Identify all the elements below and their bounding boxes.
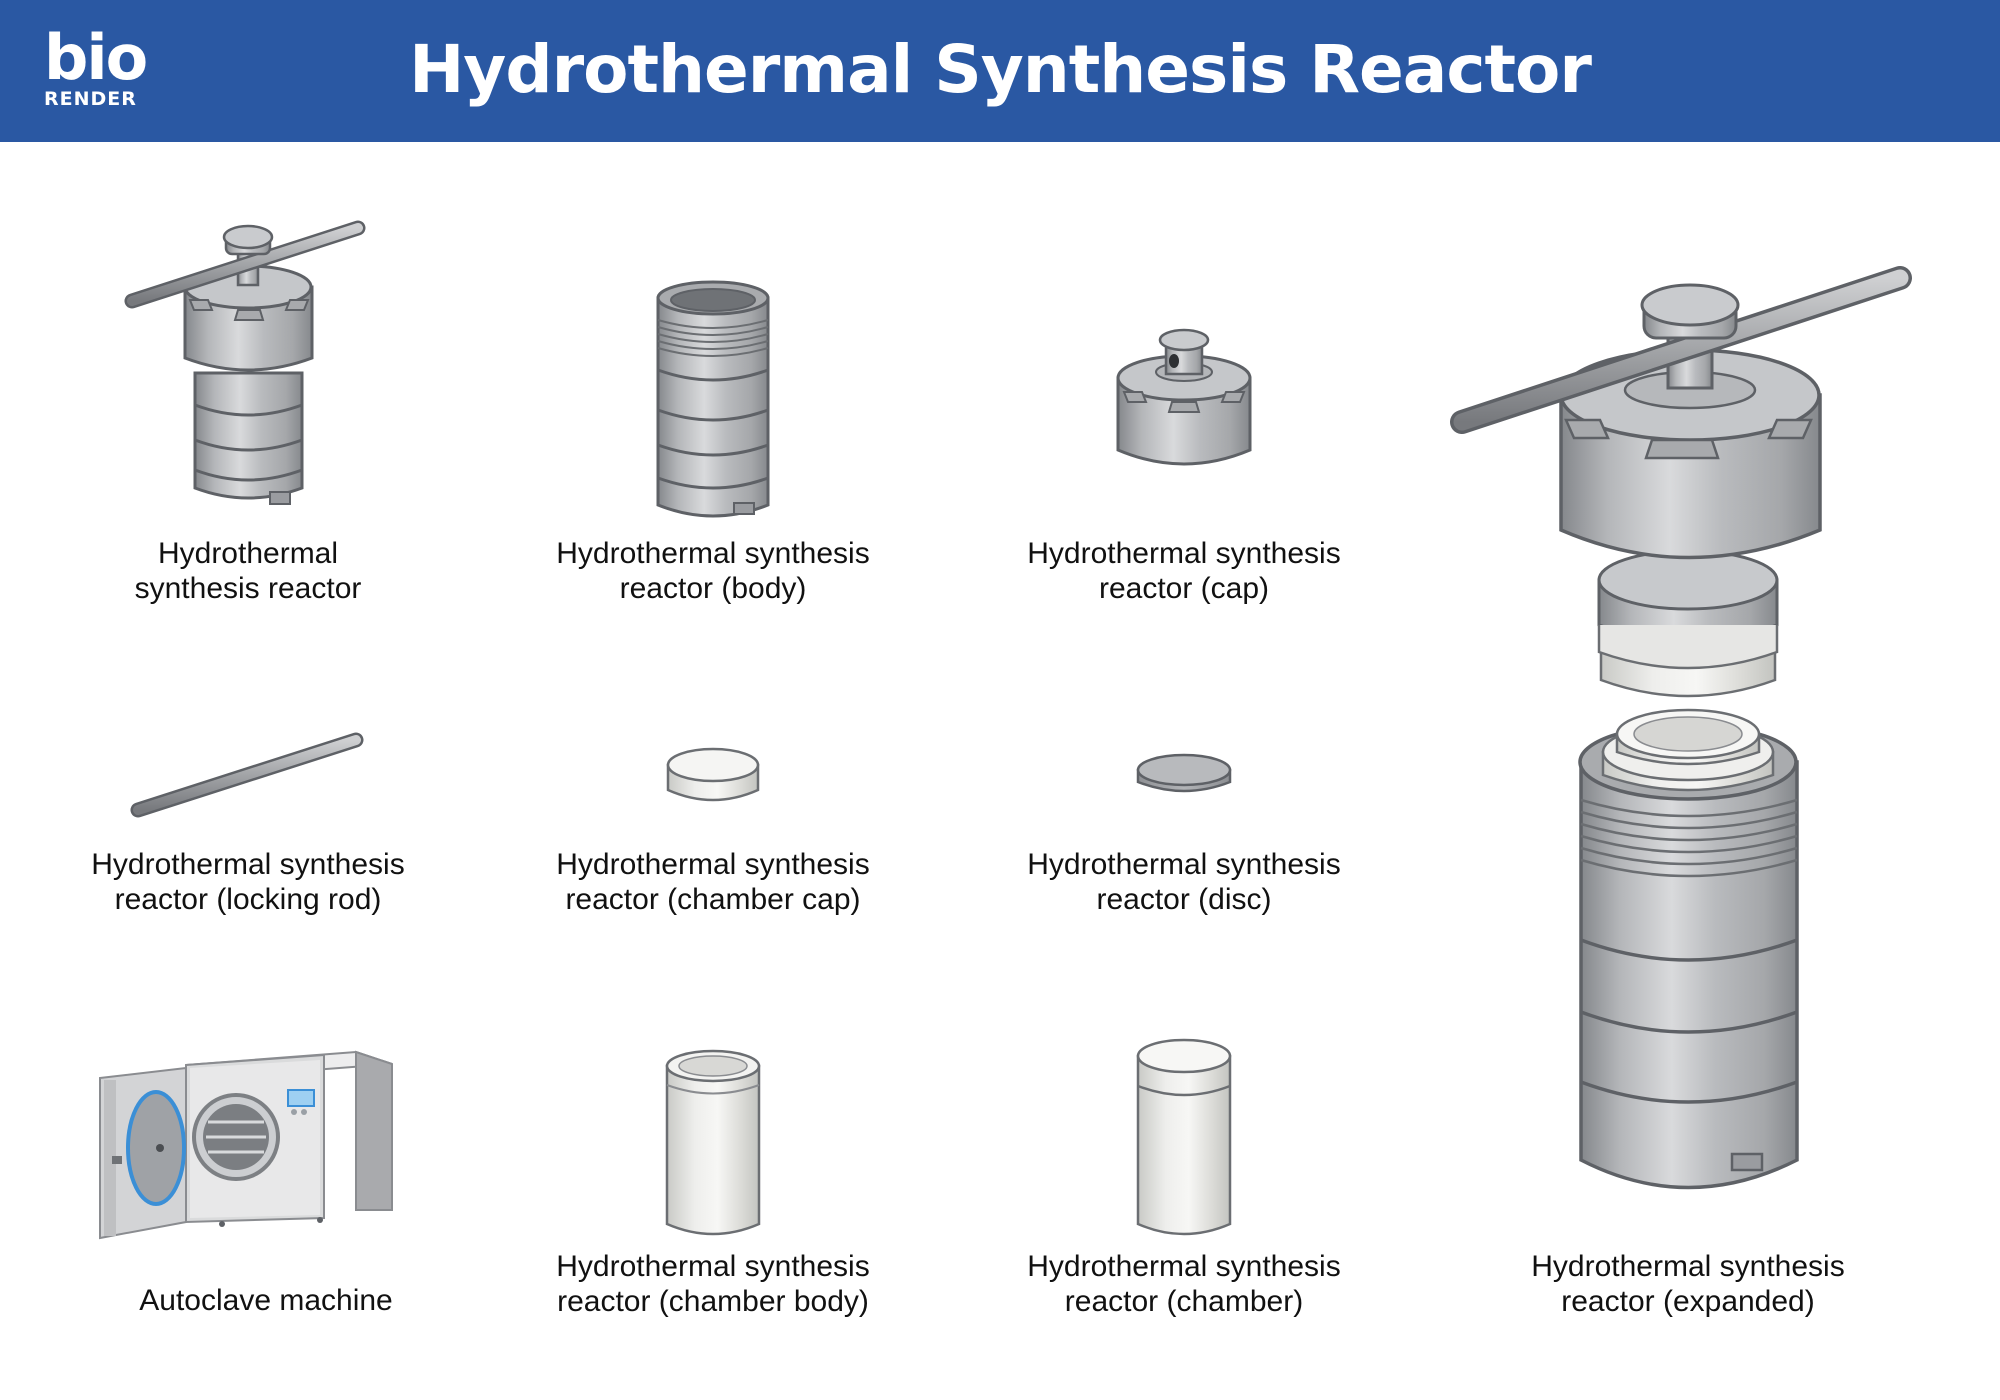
label-chamber-body: Hydrothermal synthesis reactor (chamber … <box>556 1250 870 1318</box>
label-assembled-reactor: Hydrothermal synthesis reactor <box>134 537 362 605</box>
chamber-icon <box>1136 1038 1232 1236</box>
chamber-body-icon <box>665 1049 761 1236</box>
label-reactor-body: Hydrothermal synthesis reactor (body) <box>556 537 870 605</box>
label-expanded-reactor: Hydrothermal synthesis reactor (expanded… <box>1531 1250 1845 1318</box>
label-locking-rod: Hydrothermal synthesis reactor (locking … <box>91 848 405 916</box>
logo-mark: bio <box>44 21 148 94</box>
label-chamber: Hydrothermal synthesis reactor (chamber) <box>1027 1250 1341 1318</box>
biorender-logo: bio RENDER <box>44 21 148 111</box>
page-title: Hydrothermal Synthesis Reactor <box>409 31 1592 108</box>
autoclave-icon <box>99 1050 393 1240</box>
expanded-reactor-icon <box>1450 266 1912 1190</box>
label-autoclave: Autoclave machine <box>139 1284 393 1317</box>
logo-wordmark: RENDER <box>44 88 137 110</box>
assembled-reactor-icon <box>124 220 366 505</box>
label-chamber-cap: Hydrothermal synthesis reactor (chamber … <box>556 848 870 916</box>
label-reactor-cap: Hydrothermal synthesis reactor (cap) <box>1027 537 1341 605</box>
disc-icon <box>1136 753 1232 793</box>
reactor-body-icon <box>656 280 770 518</box>
reactor-cap-icon <box>1116 328 1252 466</box>
header-banner: bio RENDER Hydrothermal Synthesis Reacto… <box>0 0 2000 142</box>
locking-rod-icon <box>130 732 364 818</box>
chamber-cap-icon <box>666 747 760 802</box>
label-disc: Hydrothermal synthesis reactor (disc) <box>1027 848 1341 916</box>
